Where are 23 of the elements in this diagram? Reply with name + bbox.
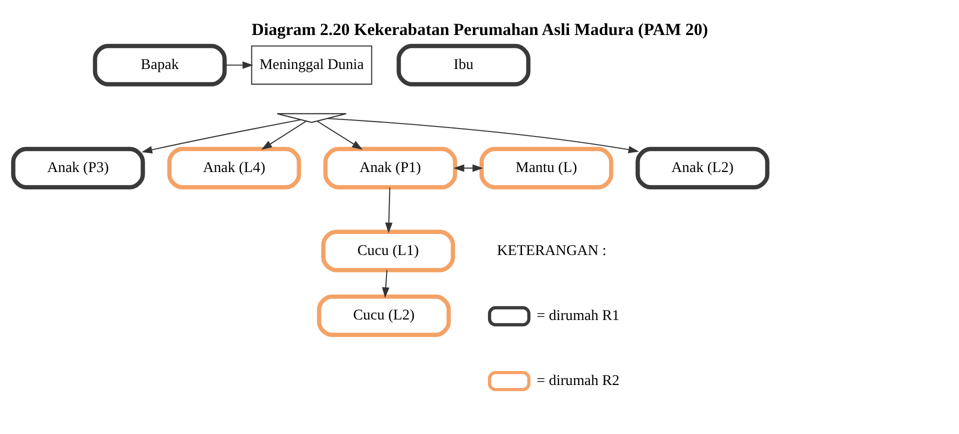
arrow [384, 186, 392, 233]
node-box: Anak (P3) [10, 146, 144, 189]
node-brace [276, 112, 346, 122]
node-box: Anak (P1) [322, 146, 457, 189]
node-box: Ibu [396, 43, 530, 86]
node-box: Cucu (L2) [316, 294, 450, 336]
label: KETERANGAN : [496, 242, 606, 258]
node-box: Bapak [92, 43, 226, 86]
node-box: Mantu (L) [478, 146, 613, 189]
node-box: Anak (L4) [166, 146, 301, 189]
arrow [141, 118, 300, 153]
legend-label: = dirumah R1 [536, 308, 619, 324]
node-box: Meninggal Dunia [250, 44, 372, 84]
node-box: Anak (L2) [635, 146, 769, 189]
node-box: Cucu (L1) [320, 229, 455, 272]
arrow [453, 164, 483, 172]
legend-label: = dirumah R2 [536, 372, 619, 388]
arrow [224, 60, 253, 68]
arrow [316, 120, 362, 150]
diagram-title: Diagram 2.20 Kekerabatan Perumahan Asli Madura (PAM 20) [251, 20, 708, 39]
arrow [382, 270, 389, 298]
arrow [326, 118, 639, 153]
arrow [260, 120, 306, 150]
